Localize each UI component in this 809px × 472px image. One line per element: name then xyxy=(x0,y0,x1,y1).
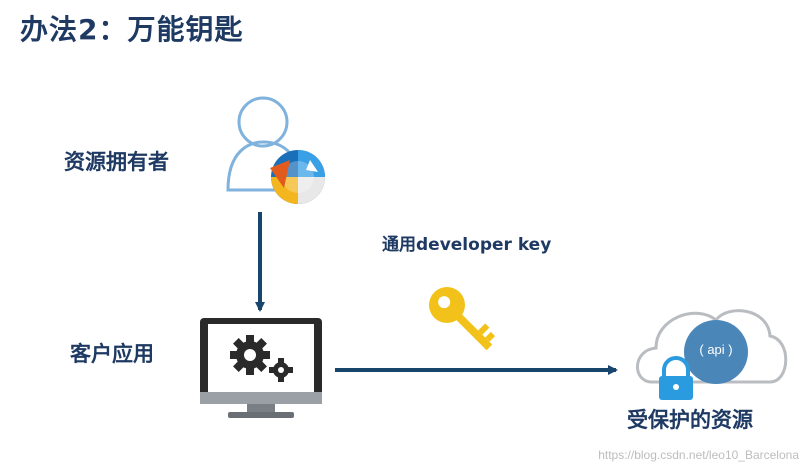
key-caption: 通用developer key xyxy=(382,235,552,255)
padlock-icon xyxy=(659,356,693,400)
protected-resource-label: 受保护的资源 xyxy=(627,408,753,432)
client-app-label: 客户应用 xyxy=(70,342,154,366)
api-label: ( api ) xyxy=(699,342,733,357)
golden-key-icon xyxy=(429,287,496,351)
computer-monitor-gear-icon xyxy=(200,318,322,418)
cloud-api-icon xyxy=(636,309,788,384)
page-title: 办法2：万能钥匙 xyxy=(20,13,244,46)
browser-globe-icon xyxy=(270,150,325,204)
resource-owner-label: 资源拥有者 xyxy=(64,150,169,174)
watermark: https://blog.csdn.net/leo10_Barcelona xyxy=(598,448,799,462)
